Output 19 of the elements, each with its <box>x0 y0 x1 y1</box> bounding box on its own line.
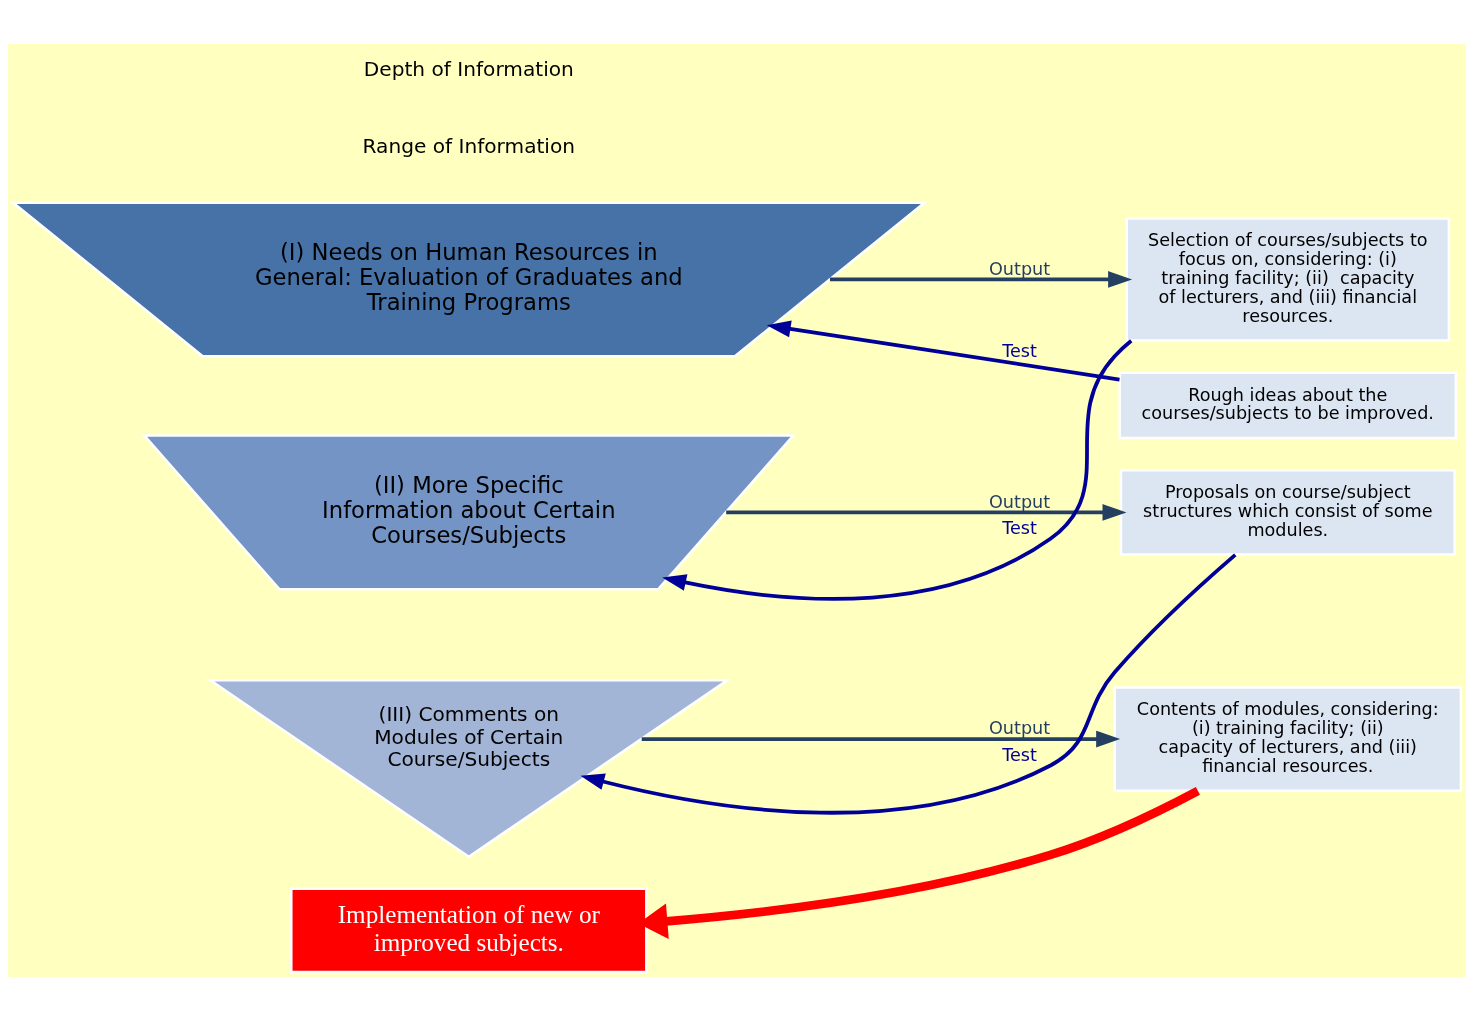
node-box: Proposals on course/subject structures which consist of some modules. <box>1119 468 1456 556</box>
arrow <box>726 503 1127 521</box>
arrow <box>641 730 1121 747</box>
node-box: Contents of modules, considering: (i) training facility; (ii) capacity of lecturers, and (iii) financial resources. <box>1113 685 1463 792</box>
node-box: Implementation of new or improved subjects. <box>290 887 648 973</box>
label: Depth of Information <box>363 56 574 81</box>
edge-label: Test <box>1002 517 1037 538</box>
node-box: Selection of courses/subjects to focus on, considering: (i) training facility; (ii) capacity of lecturers, and (iii) financial resources. <box>1125 216 1451 342</box>
edge-label: Output <box>989 717 1051 738</box>
edge-label: Test <box>1002 340 1037 361</box>
arrow <box>766 320 1120 381</box>
edge-label: Output <box>989 491 1051 512</box>
arrow <box>662 338 1133 601</box>
edge-label: Output <box>989 258 1051 279</box>
node-box: Rough ideas about the courses/subjects to be improved. <box>1118 370 1458 439</box>
arrow <box>580 552 1237 814</box>
arrow <box>829 270 1133 288</box>
edge-label: Test <box>1002 744 1037 765</box>
label: Range of Information <box>362 133 576 158</box>
